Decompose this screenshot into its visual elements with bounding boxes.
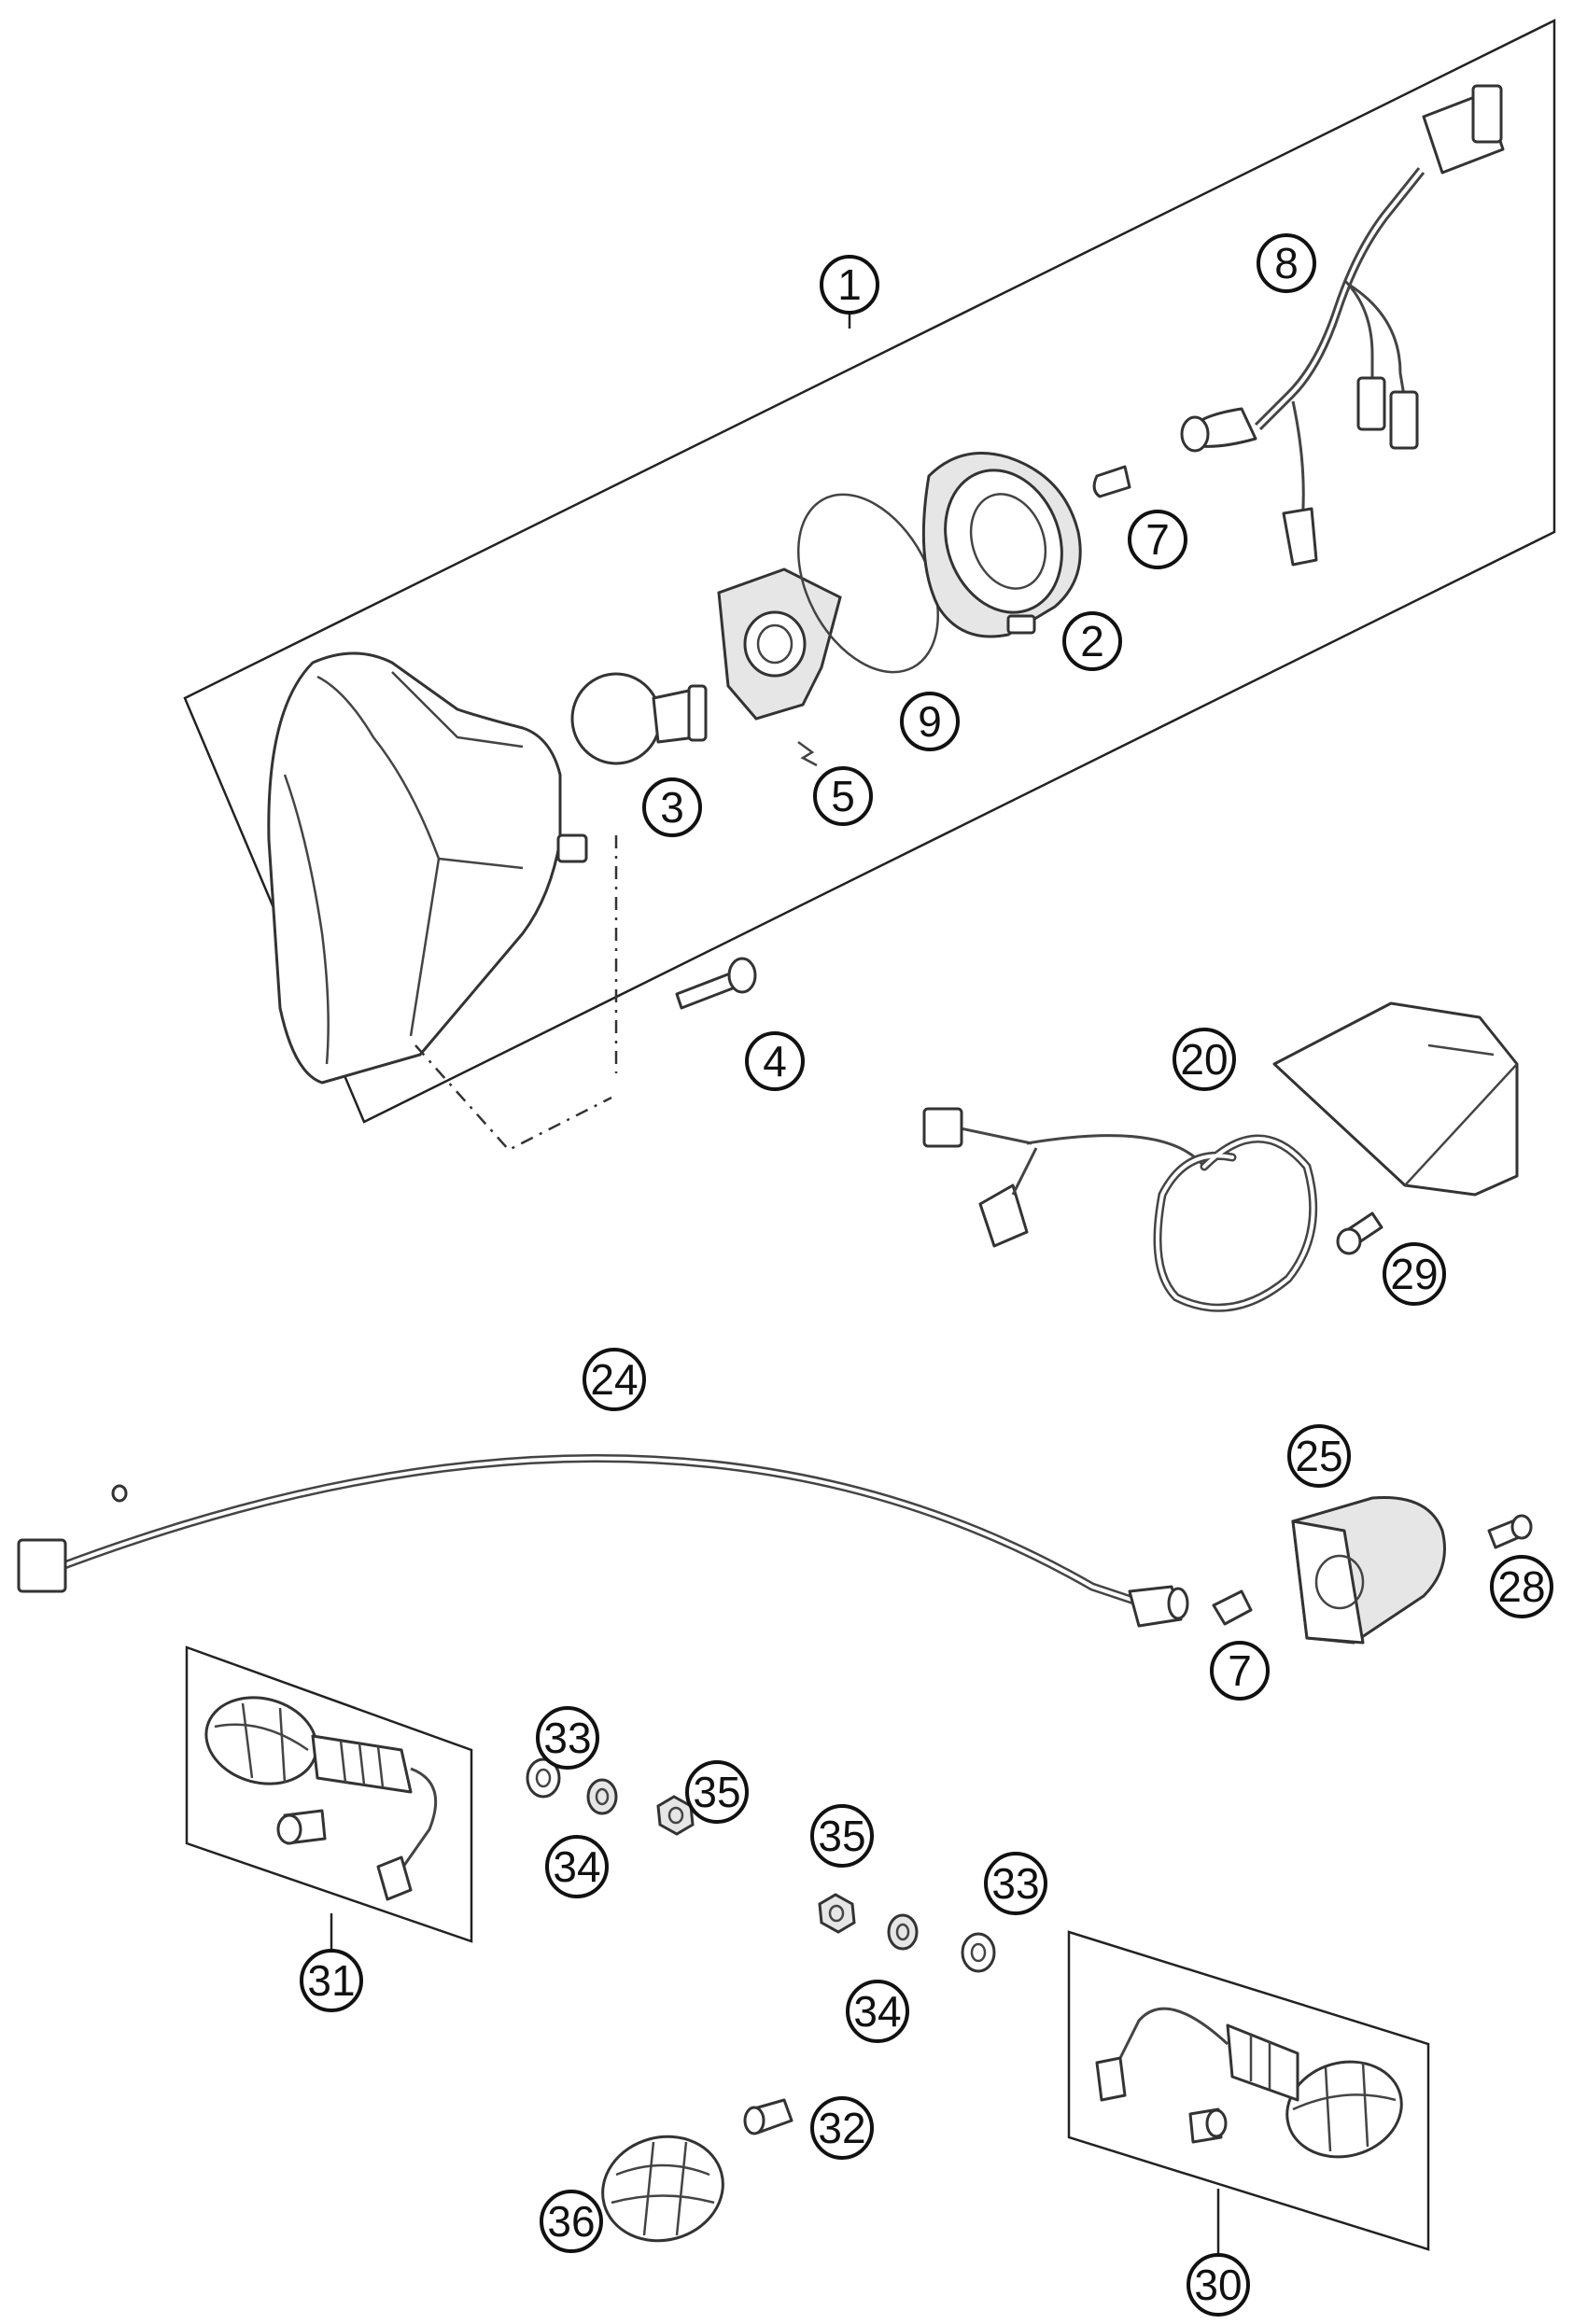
washer-33-right bbox=[961, 1932, 996, 1973]
callout-label: 7 bbox=[1228, 1646, 1252, 1695]
lock-washer-34-right bbox=[887, 1913, 919, 1951]
turn-signal-left bbox=[204, 1696, 438, 1901]
callout-label: 34 bbox=[553, 1842, 600, 1891]
nut-35-left bbox=[656, 1795, 695, 1836]
callout-label: 28 bbox=[1497, 1562, 1545, 1611]
callout-9: 9 bbox=[900, 692, 960, 751]
parking-light-bulb-lower bbox=[1212, 1589, 1253, 1626]
tail-light-housing bbox=[1291, 1495, 1446, 1645]
callout-label: 31 bbox=[307, 1956, 355, 2005]
callout-1: 1 bbox=[820, 255, 879, 315]
o-ring bbox=[797, 493, 939, 674]
reflector bbox=[921, 452, 1082, 638]
callout-label: 32 bbox=[818, 2104, 865, 2152]
callout-34-right: 34 bbox=[846, 1980, 909, 2043]
callout-29: 29 bbox=[1383, 1242, 1446, 1306]
callout-24: 24 bbox=[583, 1348, 646, 1411]
bulb-socket bbox=[717, 567, 842, 721]
mounting-bolt bbox=[675, 957, 757, 1010]
callout-label: 36 bbox=[547, 2197, 595, 2246]
callout-31: 31 bbox=[300, 1949, 363, 2012]
turn-signal-lens bbox=[601, 2135, 724, 2243]
callout-30: 30 bbox=[1187, 2253, 1250, 2317]
parking-light-bulb-upper bbox=[1092, 465, 1131, 498]
lock-washer-34-left bbox=[586, 1778, 618, 1815]
callout-label: 35 bbox=[693, 1768, 740, 1816]
callout-label: 24 bbox=[590, 1355, 638, 1404]
callout-35-right: 35 bbox=[810, 1804, 874, 1868]
callout-33-right: 33 bbox=[984, 1852, 1047, 1915]
washer-33-left bbox=[526, 1757, 561, 1799]
callout-label: 29 bbox=[1390, 1250, 1438, 1298]
callout-35-left: 35 bbox=[685, 1760, 749, 1824]
callout-label: 1 bbox=[837, 260, 862, 309]
turn-signal-bulb bbox=[743, 2098, 794, 2135]
number-plate-light bbox=[922, 1001, 1519, 1312]
callout-label: 8 bbox=[1274, 239, 1299, 287]
tail-light-screw bbox=[1487, 1514, 1533, 1549]
callout-5: 5 bbox=[813, 766, 873, 826]
callout-7-upper: 7 bbox=[1128, 510, 1187, 569]
callout-7-lower: 7 bbox=[1210, 1641, 1270, 1701]
turn-signal-right-frame bbox=[1067, 1930, 1430, 2259]
nut-35-right bbox=[818, 1893, 856, 1934]
callout-36: 36 bbox=[540, 2190, 603, 2253]
callout-label: 5 bbox=[831, 772, 855, 820]
headlight-bulb bbox=[570, 672, 708, 765]
headlight-mask bbox=[267, 651, 588, 1085]
callout-label: 2 bbox=[1080, 617, 1104, 665]
mask-guide-lines bbox=[414, 835, 618, 1152]
callout-28: 28 bbox=[1490, 1555, 1553, 1618]
rear-light-cable bbox=[17, 1453, 1189, 1628]
callout-25: 25 bbox=[1287, 1424, 1351, 1488]
callout-8: 8 bbox=[1257, 233, 1316, 293]
callout-label: 35 bbox=[818, 1812, 865, 1860]
callout-3: 3 bbox=[642, 777, 702, 837]
callout-label: 20 bbox=[1180, 1035, 1228, 1084]
turn-signal-left-frame bbox=[185, 1645, 473, 1955]
headlight-wiring-harness bbox=[1254, 84, 1505, 567]
wiring-bulb-holder bbox=[1180, 407, 1257, 453]
callout-label: 9 bbox=[918, 697, 942, 746]
callout-label: 33 bbox=[543, 1714, 591, 1762]
callout-label: 4 bbox=[763, 1037, 787, 1085]
callout-label: 25 bbox=[1295, 1432, 1342, 1480]
callout-label: 33 bbox=[991, 1859, 1039, 1908]
callout-label: 3 bbox=[660, 783, 684, 832]
number-plate-screw bbox=[1336, 1211, 1383, 1255]
turn-signal-right bbox=[1095, 2007, 1403, 2159]
callout-label: 34 bbox=[853, 1987, 901, 2036]
callout-label: 30 bbox=[1194, 2261, 1242, 2309]
callout-label: 7 bbox=[1145, 515, 1170, 564]
callout-32: 32 bbox=[810, 2096, 874, 2160]
spring-clip bbox=[797, 740, 818, 767]
callout-33-left: 33 bbox=[536, 1706, 599, 1770]
callout-20: 20 bbox=[1173, 1028, 1236, 1091]
callout-34-left: 34 bbox=[545, 1835, 609, 1898]
callout-4: 4 bbox=[745, 1031, 805, 1091]
callout-2: 2 bbox=[1062, 611, 1122, 671]
